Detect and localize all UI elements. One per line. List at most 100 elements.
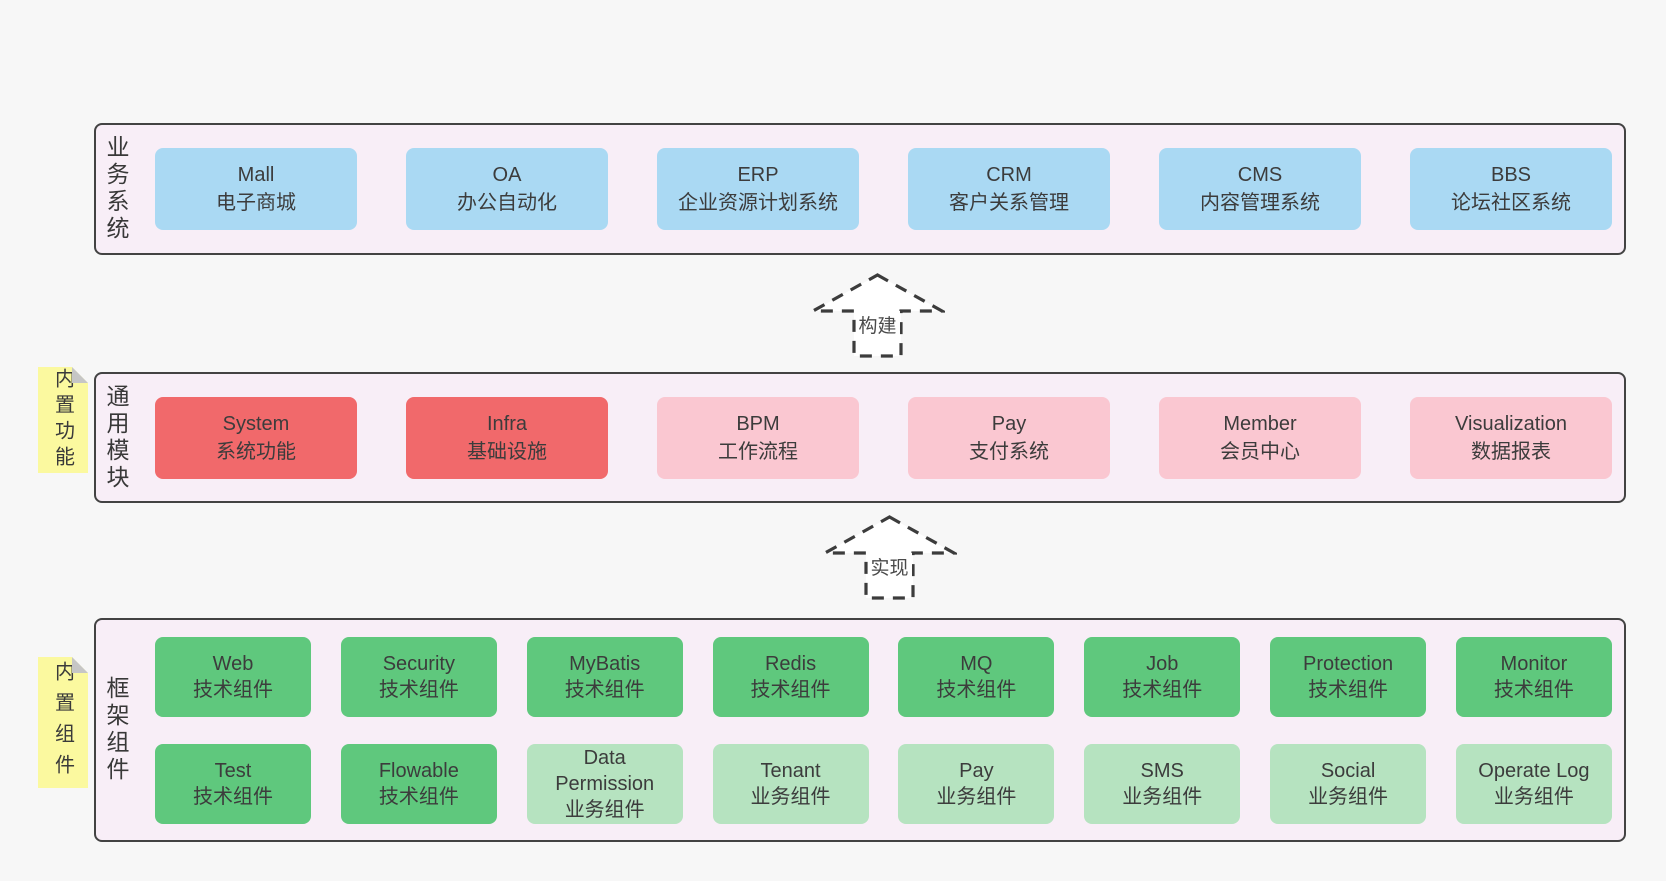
card-title: OA <box>492 164 522 186</box>
card-system: System 系统功能 <box>155 396 357 479</box>
card-tenant: Tenant 业务组件 <box>712 743 869 824</box>
card-bpm: BPM 工作流程 <box>657 396 859 479</box>
card-crm: CRM 客户关系管理 <box>908 148 1110 230</box>
card-test: Test 技术组件 <box>155 743 311 824</box>
card-redis: Redis 技术组件 <box>712 636 869 717</box>
card-subtitle: 客户关系管理 <box>949 192 1069 214</box>
card-subtitle: 基础设施 <box>467 440 547 463</box>
card-title: Pay <box>959 759 994 782</box>
card-subtitle: 技术组件 <box>1308 678 1389 701</box>
note-built-in-components: 内置组件 <box>38 657 88 788</box>
card-subtitle: 会员中心 <box>1220 440 1300 463</box>
card-subtitle: 技术组件 <box>564 678 645 701</box>
card-title: Mall <box>237 164 275 186</box>
business-cards-area: Mall 电子商城 OA 办公自动化 ERP 企业资源计划系统 CRM 客户关系… <box>133 125 1624 253</box>
card-title: Security <box>382 652 455 675</box>
card-mall: Mall 电子商城 <box>155 148 357 230</box>
card-title: MyBatis <box>569 652 641 675</box>
card-subtitle: 业务组件 <box>936 785 1017 808</box>
arrow-build: 构建 <box>810 272 945 360</box>
card-mq: MQ 技术组件 <box>898 636 1055 717</box>
card-monitor: Monitor 技术组件 <box>1455 636 1612 717</box>
card-subtitle: 技术组件 <box>936 678 1017 701</box>
card-subtitle: 业务组件 <box>1122 785 1203 808</box>
card-title: Data Permission <box>555 746 655 795</box>
card-title: Monitor <box>1500 652 1568 675</box>
card-title: Infra <box>486 412 528 435</box>
card-subtitle: 业务组件 <box>1493 785 1574 808</box>
card-title: Redis <box>764 652 817 675</box>
band-business-systems: 业务系统 Mall 电子商城 OA 办公自动化 ERP 企业资源计划系统 CRM… <box>94 123 1626 255</box>
band-business-systems-label: 业务系统 <box>103 135 129 243</box>
card-subtitle: 工作流程 <box>718 440 798 463</box>
card-security: Security 技术组件 <box>340 636 497 717</box>
card-title: Social <box>1320 759 1376 782</box>
band-common-modules-label: 通用模块 <box>103 383 129 492</box>
card-subtitle: 业务组件 <box>1308 785 1389 808</box>
card-cms: CMS 内容管理系统 <box>1159 148 1361 230</box>
card-title: System <box>222 412 290 435</box>
band-framework-components-label: 框架组件 <box>103 676 129 784</box>
arrow-implement-label: 实现 <box>867 553 912 580</box>
card-subtitle: 系统功能 <box>216 440 296 463</box>
card-bbs: BBS 论坛社区系统 <box>1410 148 1612 230</box>
card-subtitle: 技术组件 <box>378 785 459 808</box>
card-protection: Protection 技术组件 <box>1270 636 1427 717</box>
card-data-permission: Data Permission 业务组件 <box>526 743 683 824</box>
card-subtitle: 业务组件 <box>564 798 645 821</box>
card-subtitle: 支付系统 <box>969 440 1049 463</box>
card-erp: ERP 企业资源计划系统 <box>657 148 859 230</box>
card-subtitle: 办公自动化 <box>457 192 557 214</box>
card-flowable: Flowable 技术组件 <box>340 743 497 824</box>
card-title: Job <box>1146 652 1179 675</box>
card-mybatis: MyBatis 技术组件 <box>526 636 683 717</box>
component-row-tech: Web 技术组件 Security 技术组件 MyBatis 技术组件 Redi… <box>155 636 1612 717</box>
card-subtitle: 内容管理系统 <box>1200 192 1320 214</box>
card-infra: Infra 基础设施 <box>406 396 608 479</box>
card-title: Flowable <box>378 759 459 782</box>
card-title: Tenant <box>760 759 821 782</box>
card-subtitle: 技术组件 <box>378 678 459 701</box>
card-title: Protection <box>1303 652 1394 675</box>
module-cards-area: System 系统功能 Infra 基础设施 BPM 工作流程 Pay 支付系统… <box>133 374 1624 501</box>
card-subtitle: 论坛社区系统 <box>1451 192 1571 214</box>
card-oa: OA 办公自动化 <box>406 148 608 230</box>
card-title: Operate Log <box>1478 759 1590 782</box>
card-title: CRM <box>986 164 1032 186</box>
card-visualization: Visualization 数据报表 <box>1410 396 1612 479</box>
component-row-biz: Test 技术组件 Flowable 技术组件 Data Permission … <box>155 743 1612 824</box>
arrow-implement: 实现 <box>822 514 957 602</box>
card-subtitle: 企业资源计划系统 <box>678 192 838 214</box>
card-subtitle: 技术组件 <box>750 678 831 701</box>
card-title: BPM <box>736 412 780 435</box>
card-operate-log: Operate Log 业务组件 <box>1455 743 1612 824</box>
card-pay-biz: Pay 业务组件 <box>898 743 1055 824</box>
component-rows-area: Web 技术组件 Security 技术组件 MyBatis 技术组件 Redi… <box>133 620 1624 840</box>
card-job: Job 技术组件 <box>1084 636 1241 717</box>
card-title: Test <box>214 759 252 782</box>
card-subtitle: 业务组件 <box>750 785 831 808</box>
card-title: ERP <box>737 164 779 186</box>
card-member: Member 会员中心 <box>1159 396 1361 479</box>
band-common-modules: 通用模块 System 系统功能 Infra 基础设施 BPM 工作流程 Pay… <box>94 372 1626 503</box>
card-subtitle: 数据报表 <box>1471 440 1551 463</box>
arrow-build-label: 构建 <box>855 311 900 338</box>
card-pay: Pay 支付系统 <box>908 396 1110 479</box>
card-title: CMS <box>1237 164 1283 186</box>
card-title: Pay <box>991 412 1027 435</box>
card-title: BBS <box>1490 164 1532 186</box>
card-title: Member <box>1223 412 1297 435</box>
card-subtitle: 技术组件 <box>193 785 273 808</box>
card-title: SMS <box>1140 759 1184 782</box>
note-built-in-components-label: 内置组件 <box>51 660 74 785</box>
card-subtitle: 电子商城 <box>216 192 296 214</box>
note-built-in-features: 内置功能 <box>38 367 88 473</box>
card-title: Web <box>212 652 254 675</box>
card-title: MQ <box>960 652 993 675</box>
card-subtitle: 技术组件 <box>193 678 273 701</box>
card-title: Visualization <box>1455 412 1567 435</box>
note-built-in-features-label: 内置功能 <box>51 368 74 472</box>
card-web: Web 技术组件 <box>155 636 311 717</box>
card-subtitle: 技术组件 <box>1122 678 1203 701</box>
